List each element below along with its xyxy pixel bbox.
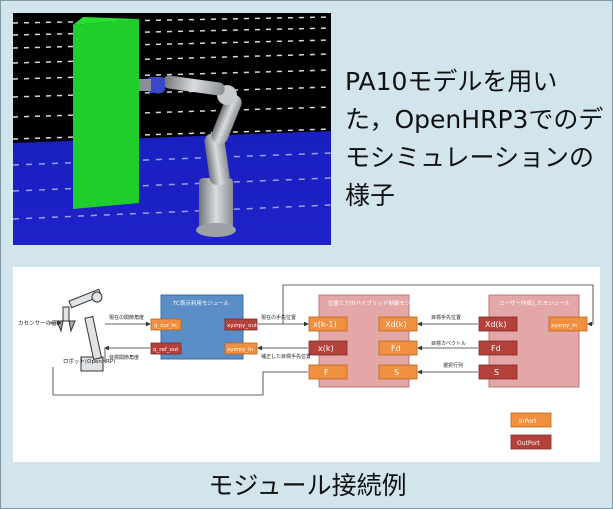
diagram-caption: モジュール接続例 [208,471,407,500]
hybrid-port-xdk: Xd(k) [385,320,406,329]
legend: InPort OutPort [510,412,552,450]
simulation-scene [13,13,331,245]
edge-label-current-joint: 現在の関節角度 [109,314,144,321]
edge-label-target-force: 目標カベクトル [431,340,466,347]
user-port-fd: Fd [491,344,501,353]
user-port-xdk: Xd(k) [485,320,506,329]
tc-module-block: TC表示利用モジュール q_cur_in xyzrpy_out q_ref_ou… [150,294,258,360]
user-module-block: ユーザー作成したモジュール Xd(k) xyzrpy_in Fd S [478,294,588,388]
legend-outport: OutPort [517,440,540,447]
module-diagram: カセンサーの値 ロボット(OpenHRP) TC表示利用モジュール q_cur_… [13,267,600,462]
robot-arm [139,75,242,237]
edge-label-target-hand: 目標手先位置 [431,314,461,321]
user-port-xyzrpy-in: xyzrpy_in [551,323,578,329]
module-diagram-svg: カセンサーの値 ロボット(OpenHRP) TC表示利用モジュール q_cur_… [18,284,594,450]
robot-label: ロボット(OpenHRP) [63,357,115,365]
hybrid-port-s: S [394,368,399,377]
tc-module-title: TC表示利用モジュール [172,299,229,307]
legend-inport: InPort [519,418,537,425]
robot-icon [56,288,104,372]
hybrid-control-block: 位置と力のハイブリッド制御モジュール x(k-1) Xd(k) x(k) Fd … [308,294,427,388]
user-port-s: S [494,368,499,377]
edge-label-selection-matrix: 選択行列 [443,362,463,369]
edge-label-current-hand: 現在の手先位置 [261,314,296,321]
edge-label-corrected-target: 補正した目標手先位置 [261,353,311,360]
sensor-label: カセンサーの値 [18,319,57,327]
hybrid-port-f: F [324,368,329,377]
hybrid-port-xk: x(k) [318,344,334,353]
hybrid-port-fd: Fd [391,344,401,353]
edge-label-target-joint: 目標関節角度 [109,354,139,361]
user-module-title: ユーザー作成したモジュール [499,299,571,307]
tc-port-q-cur-in: q_cur_in [154,323,177,329]
hybrid-module-title: 位置と力のハイブリッド制御モジュール [328,299,427,307]
tc-port-xyzrpy-out: xyzrpy_out [227,323,258,329]
simulation-caption: PA10モデルを用いた，OpenHRP3でのデモシミュレーションの様子 [345,67,604,210]
hybrid-port-xk-1: x(k-1) [313,320,337,329]
tc-port-xyzrpy-in: xyzrpy_in [227,347,254,353]
simulation-screenshot [13,13,331,245]
tc-port-q-ref-out: q_ref_out [153,347,179,353]
